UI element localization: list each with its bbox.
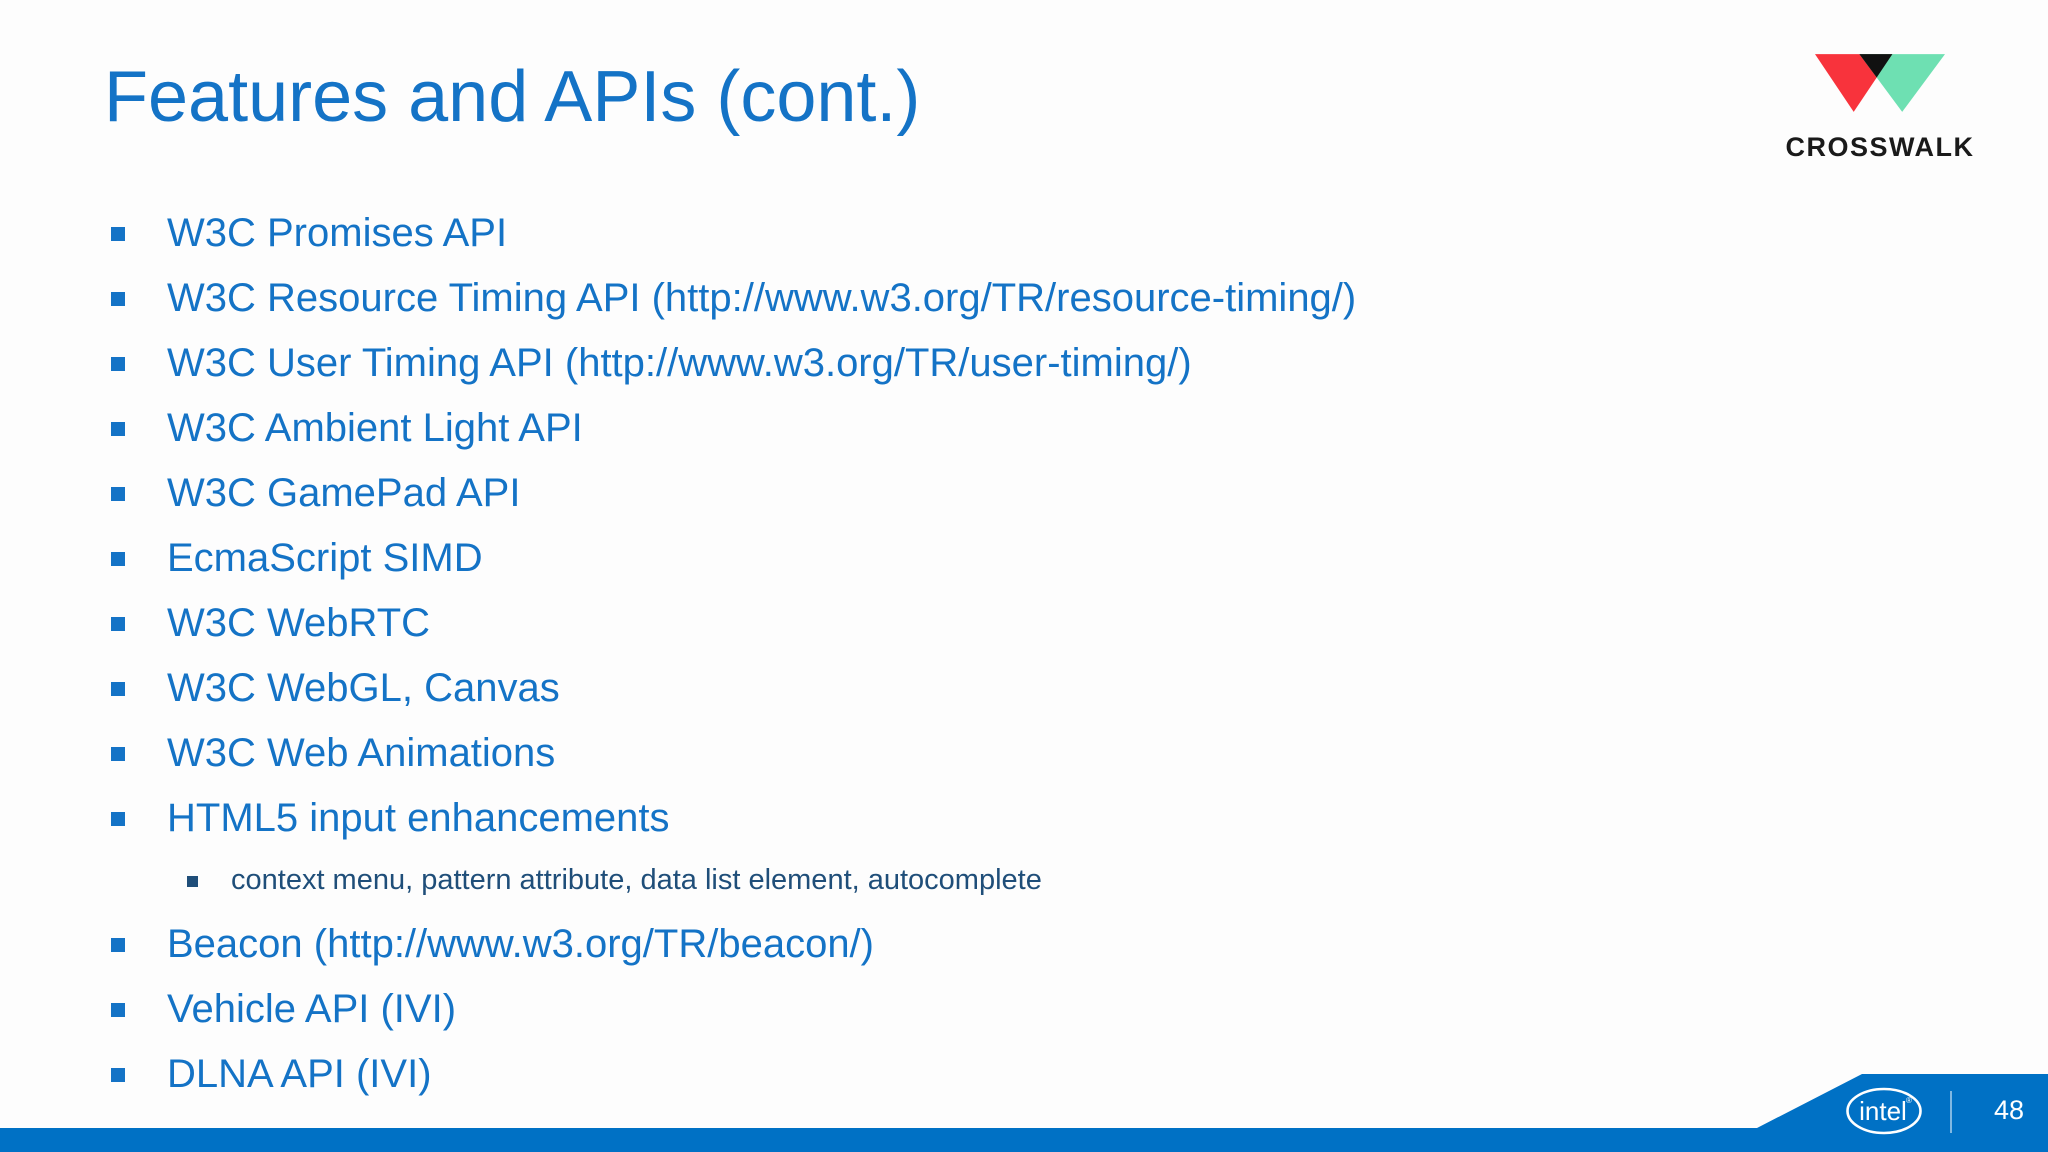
footer-ribbon-shape [0, 1074, 2048, 1152]
list-subitem-text: context menu, pattern attribute, data li… [231, 864, 1042, 896]
intel-wordmark: intel [1859, 1096, 1907, 1126]
list-item: W3C WebRTC [104, 591, 1604, 656]
bullet-square-icon [111, 291, 125, 306]
list-item-text: W3C WebRTC [167, 600, 431, 645]
bullet-square-icon [111, 811, 125, 826]
list-item-text: HTML5 input enhancements [167, 795, 670, 840]
crosswalk-wordmark: CROSSWALK [1785, 132, 1975, 162]
bullet-square-icon [111, 746, 125, 761]
list-item-text: W3C Web Animations [167, 730, 556, 775]
list-item-text: EcmaScript SIMD [167, 535, 483, 580]
intel-registered-mark: ® [1906, 1096, 1912, 1105]
list-item: W3C Web Animations [104, 721, 1604, 786]
list-item-text: Beacon (http://www.w3.org/TR/beacon/) [167, 921, 874, 966]
bullet-square-icon [111, 226, 125, 241]
crosswalk-triangles-icon [1815, 54, 1945, 112]
list-item-text: W3C Promises API [167, 210, 508, 255]
bullet-square-icon [111, 937, 125, 952]
bullet-square-icon [111, 486, 125, 501]
list-item-text: DLNA API (IVI) [167, 1051, 432, 1096]
list-item: EcmaScript SIMD [104, 526, 1604, 591]
slide-title: Features and APIs (cont.) [104, 57, 921, 137]
bullet-square-icon [111, 551, 125, 566]
footer-ribbon: intel ® 48 [0, 1074, 2048, 1152]
list-item: W3C GamePad API [104, 461, 1604, 526]
list-item: W3C Ambient Light API [104, 396, 1604, 461]
intel-logo-icon: intel ® [1846, 1087, 1922, 1135]
list-item: W3C WebGL, Canvas [104, 656, 1604, 721]
bullet-square-icon [111, 1067, 125, 1082]
page-number: 48 [1993, 1095, 2025, 1125]
list-subitem: context menu, pattern attribute, data li… [104, 851, 1604, 912]
list-item: Beacon (http://www.w3.org/TR/beacon/) [104, 912, 1604, 977]
bullet-square-icon [111, 356, 125, 371]
footer-divider [1950, 1091, 1952, 1133]
bullet-square-icon [111, 421, 125, 436]
list-item: W3C Promises API [104, 201, 1604, 266]
list-item-text: W3C User Timing API (http://www.w3.org/T… [167, 340, 1192, 385]
bullet-square-icon [111, 616, 125, 631]
bullet-square-icon [111, 681, 125, 696]
list-item-text: W3C GamePad API [167, 470, 521, 515]
crosswalk-logo: CROSSWALK [1775, 54, 1985, 163]
bullet-square-icon [111, 1002, 125, 1017]
list-item: W3C User Timing API (http://www.w3.org/T… [104, 331, 1604, 396]
list-item: DLNA API (IVI) [104, 1042, 1604, 1107]
list-item: HTML5 input enhancements [104, 786, 1604, 851]
list-item-text: Vehicle API (IVI) [167, 986, 457, 1031]
sub-bullet-square-icon [187, 876, 198, 887]
list-item-text: W3C Resource Timing API (http://www.w3.o… [167, 275, 1357, 320]
bullet-list: W3C Promises API W3C Resource Timing API… [104, 201, 1604, 1107]
list-item-text: W3C WebGL, Canvas [167, 665, 560, 710]
list-item: Vehicle API (IVI) [104, 977, 1604, 1042]
list-item: W3C Resource Timing API (http://www.w3.o… [104, 266, 1604, 331]
list-item-text: W3C Ambient Light API [167, 405, 583, 450]
